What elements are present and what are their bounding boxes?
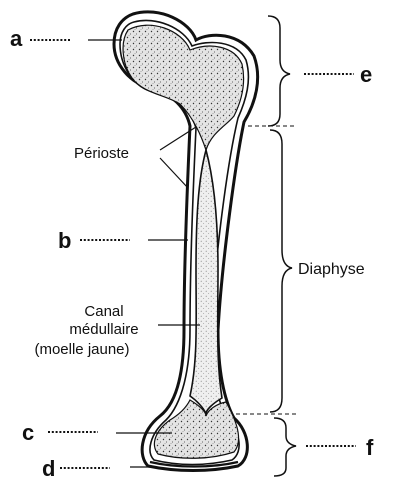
brace-epiphysis-upper bbox=[268, 16, 290, 126]
label-a: a bbox=[10, 26, 23, 51]
label-b: b bbox=[58, 228, 71, 253]
label-canal-line1: Canal bbox=[84, 303, 123, 320]
brace-diaphysis bbox=[270, 130, 292, 412]
label-e: e bbox=[360, 62, 372, 87]
label-canal-line2: médullaire bbox=[69, 321, 138, 338]
label-canal-line3: (moelle jaune) bbox=[34, 341, 129, 358]
braces bbox=[268, 16, 296, 476]
label-diaphysis: Diaphyse bbox=[298, 261, 365, 278]
label-d: d bbox=[42, 456, 55, 481]
label-c: c bbox=[22, 420, 34, 445]
leader-periosteum-2 bbox=[160, 158, 188, 188]
label-f: f bbox=[366, 435, 374, 460]
label-periosteum: Périoste bbox=[74, 145, 129, 162]
brace-epiphysis-lower bbox=[274, 418, 296, 476]
